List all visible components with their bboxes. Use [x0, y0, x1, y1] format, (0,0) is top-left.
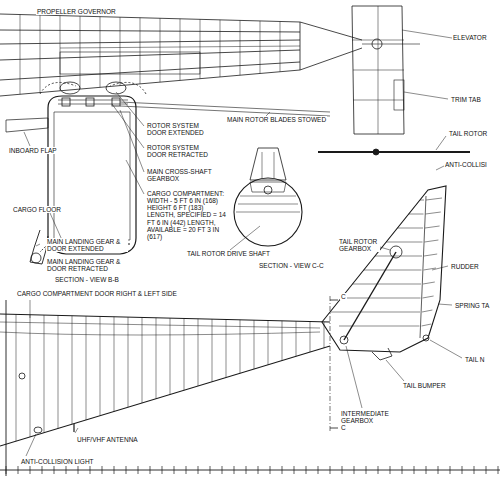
part-label: SECTION - VIEW C-C — [258, 262, 325, 269]
part-label: INTERMEDIATE GEARBOX — [340, 410, 392, 424]
part-label: C — [340, 293, 347, 300]
part-label: MAIN ROTOR BLADES STOWED — [226, 116, 327, 123]
part-label: CARGO FLOOR — [12, 206, 62, 213]
part-label: CARGO COMPARTMENT: WIDTH - 5 FT 6 IN (16… — [146, 190, 232, 240]
part-label: ANTI-COLLISION LIGHT — [20, 458, 95, 465]
part-label: RUDDER — [450, 263, 480, 270]
part-label: INBOARD FLAP — [8, 147, 58, 154]
section-c-c — [234, 148, 302, 246]
part-label: SPRING TA — [454, 302, 490, 309]
part-label: MAIN LANDING GEAR & DOOR RETRACTED — [46, 258, 128, 272]
part-label: TAIL ROTOR — [448, 130, 488, 137]
part-label: TAIL BUMPER — [402, 382, 447, 389]
part-label: TAIL ROTOR GEARBOX — [338, 238, 380, 252]
part-label: ROTOR SYSTEM DOOR RETRACTED — [146, 144, 214, 158]
part-label: CARGO COMPARTMENT DOOR RIGHT & LEFT SIDE — [16, 290, 178, 297]
part-label: MAIN CROSS-SHAFT GEARBOX — [146, 168, 214, 182]
part-label: MAIN LANDING GEAR & DOOR EXTENDED — [46, 238, 128, 252]
part-label: UHF/VHF ANTENNA — [76, 436, 139, 443]
part-label: TRIM TAB — [450, 96, 482, 103]
top-view — [0, 6, 470, 155]
part-label: TAIL N — [464, 356, 486, 363]
part-label: ANTI-COLLISI — [444, 161, 488, 168]
part-label: C — [340, 424, 347, 431]
part-label: ELEVATOR — [452, 34, 488, 41]
part-label: SECTION - VIEW B-B — [54, 276, 120, 283]
part-label: TAIL ROTOR DRIVE SHAFT — [186, 250, 271, 257]
leader-lines — [24, 30, 462, 456]
part-label: ROTOR SYSTEM DOOR EXTENDED — [146, 122, 214, 136]
section-b-b — [6, 82, 146, 264]
part-label: PROPELLER GOVERNOR — [36, 8, 117, 15]
side-view — [0, 186, 446, 446]
